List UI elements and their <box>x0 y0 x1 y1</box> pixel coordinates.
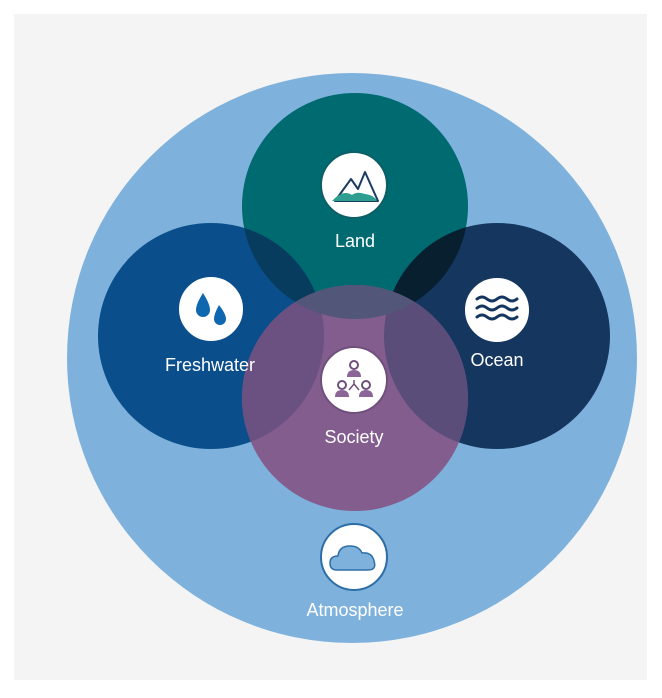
ocean-society-overlap <box>384 285 468 449</box>
atmosphere-label: Atmosphere <box>306 600 403 620</box>
land-label: Land <box>335 231 375 251</box>
waves-icon <box>463 276 531 344</box>
people-network-icon <box>320 346 388 414</box>
freshwater-society-overlap <box>242 285 324 449</box>
society-label: Society <box>324 427 383 447</box>
water-drops-icon <box>177 275 245 343</box>
ocean-label: Ocean <box>470 350 523 370</box>
freshwater-label: Freshwater <box>165 355 255 375</box>
land-ocean-overlap <box>384 223 468 319</box>
cloud-icon <box>320 523 388 591</box>
mountain-icon <box>320 151 388 219</box>
